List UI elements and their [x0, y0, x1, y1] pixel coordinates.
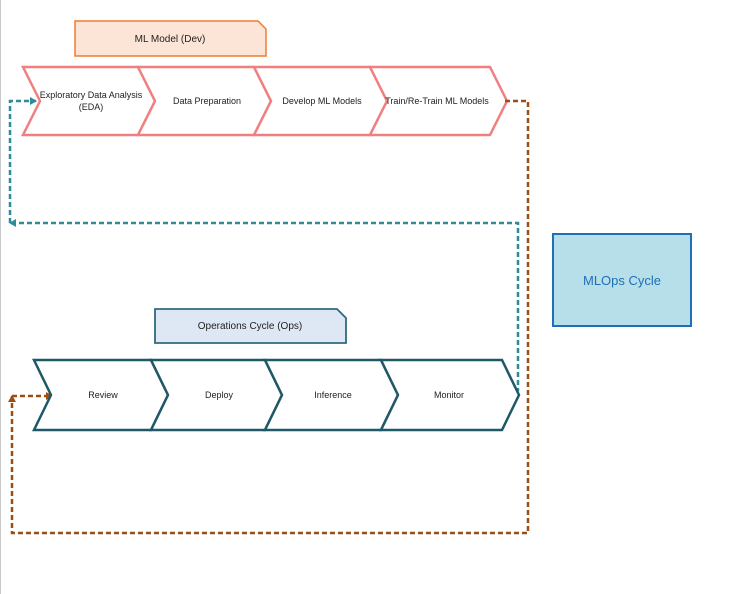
dev-step-data-preparation-label: Data Preparation [173, 96, 241, 106]
ops-step-deploy[interactable]: Deploy [149, 358, 284, 432]
ops-step-monitor[interactable]: Monitor [379, 358, 521, 432]
dev-step-develop-models[interactable]: Develop ML Models [251, 65, 389, 137]
ops-callout-title: Operations Cycle (Ops) [198, 321, 302, 332]
dev-step-train-models[interactable]: Train/Re-Train ML Models [367, 65, 509, 137]
ops-callout-box [154, 308, 347, 344]
teal-connector-to-eda [8, 97, 37, 223]
ops-step-review-label: Review [88, 390, 118, 400]
ops-step-monitor-chevron [379, 358, 521, 432]
ops-step-review[interactable]: Review [32, 358, 170, 432]
ops-step-inference[interactable]: Inference [263, 358, 400, 432]
dev-step-eda-chevron [20, 65, 157, 137]
brown-connector-loop [8, 99, 530, 535]
dev-callout-box [74, 20, 267, 57]
dev-step-eda-label-line1: Exploratory Data Analysis [40, 90, 143, 100]
mlops-cycle-rect [552, 233, 692, 327]
left-edge-line [0, 0, 1, 594]
dev-step-develop-models-label: Develop ML Models [282, 96, 362, 106]
dev-callout[interactable]: ML Model (Dev) [74, 20, 267, 57]
dev-step-train-models-chevron [367, 65, 509, 137]
mlops-cycle-label: MLOps Cycle [583, 273, 661, 288]
ops-callout[interactable]: Operations Cycle (Ops) [154, 308, 347, 344]
dev-step-data-preparation[interactable]: Data Preparation [135, 65, 273, 137]
mlops-cycle-box[interactable]: MLOps Cycle [552, 233, 692, 327]
dev-step-eda[interactable]: Exploratory Data Analysis (EDA) [20, 65, 157, 137]
ops-step-deploy-label: Deploy [205, 390, 234, 400]
dev-callout-title: ML Model (Dev) [135, 34, 206, 45]
dev-step-eda-label-line2: (EDA) [79, 102, 104, 112]
ops-step-monitor-label: Monitor [434, 390, 464, 400]
ops-step-inference-label: Inference [314, 390, 352, 400]
dev-step-train-models-label: Train/Re-Train ML Models [385, 96, 489, 106]
